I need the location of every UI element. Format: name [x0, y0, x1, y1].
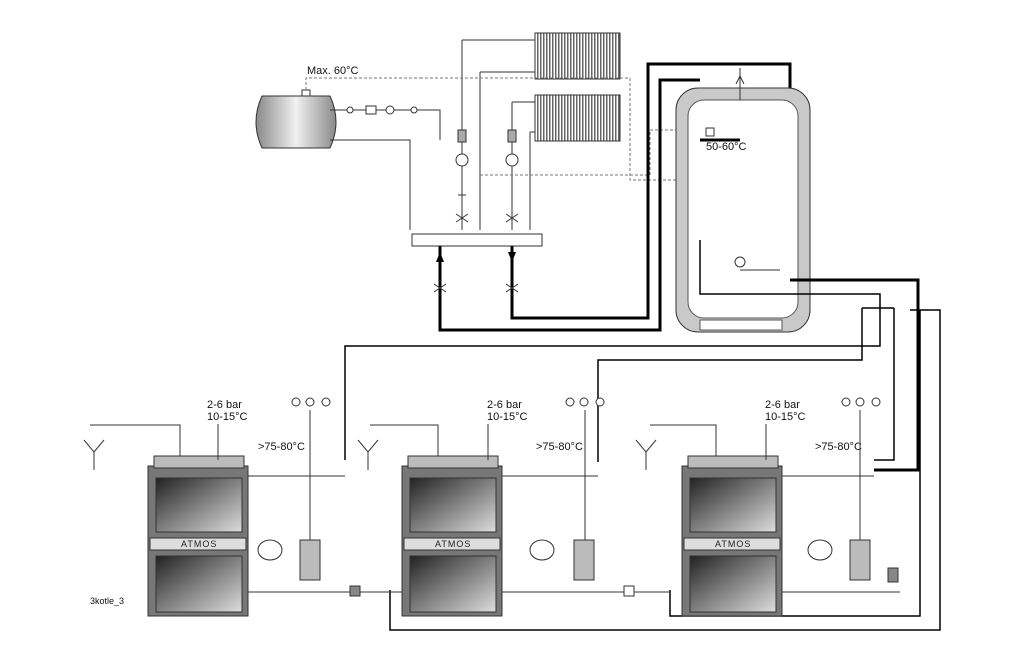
boiler-1-piping	[83, 410, 410, 597]
boiler-3-pressure: 2-6 bar	[765, 399, 800, 411]
boiler-3-brand: ATMOS	[715, 539, 751, 549]
tank-temp-label: 50-60°C	[706, 141, 747, 153]
boiler-3	[681, 455, 783, 617]
manifold-valve-right	[505, 283, 519, 293]
boiler-1-supply-temp: 10-15°C	[207, 411, 248, 423]
boiler-2-pressure: 2-6 bar	[487, 399, 522, 411]
radiator-lower	[534, 94, 621, 142]
expansion-vessel	[255, 95, 337, 149]
distribution-manifold	[411, 233, 543, 247]
tank-thermometer-icon	[734, 256, 746, 268]
thermostat-icon	[301, 89, 311, 97]
drawing-id: 3kotle_3	[90, 596, 124, 606]
radiator-upper	[534, 32, 621, 80]
boiler-2-threshold: >75-80°C	[536, 441, 583, 453]
boiler-2-piping	[357, 410, 670, 597]
boiler-3-threshold: >75-80°C	[815, 441, 862, 453]
flow-arrow-down	[508, 252, 516, 262]
boiler-1-threshold: >75-80°C	[258, 441, 305, 453]
max-temp-label: Max. 60°C	[307, 65, 359, 77]
flow-arrow-up	[436, 252, 444, 262]
boiler-1-brand: ATMOS	[181, 539, 217, 549]
heating-circuit-left	[455, 39, 535, 230]
boiler-1-pressure: 2-6 bar	[207, 399, 242, 411]
boiler-3-piping	[635, 410, 900, 593]
boiler-2-supply-temp: 10-15°C	[487, 411, 528, 423]
boiler-2	[401, 455, 503, 617]
air-vent-icon	[735, 74, 745, 85]
boiler-3-supply-temp: 10-15°C	[765, 411, 806, 423]
storage-tank	[675, 87, 811, 333]
vessel-fill-line	[346, 105, 418, 115]
boiler-2-brand: ATMOS	[435, 539, 471, 549]
heating-circuit-right	[505, 101, 535, 230]
tank-sensor-icon	[705, 127, 715, 137]
boiler-1	[147, 455, 249, 617]
manifold-valve-left	[433, 283, 447, 293]
safety-valves	[291, 397, 881, 407]
